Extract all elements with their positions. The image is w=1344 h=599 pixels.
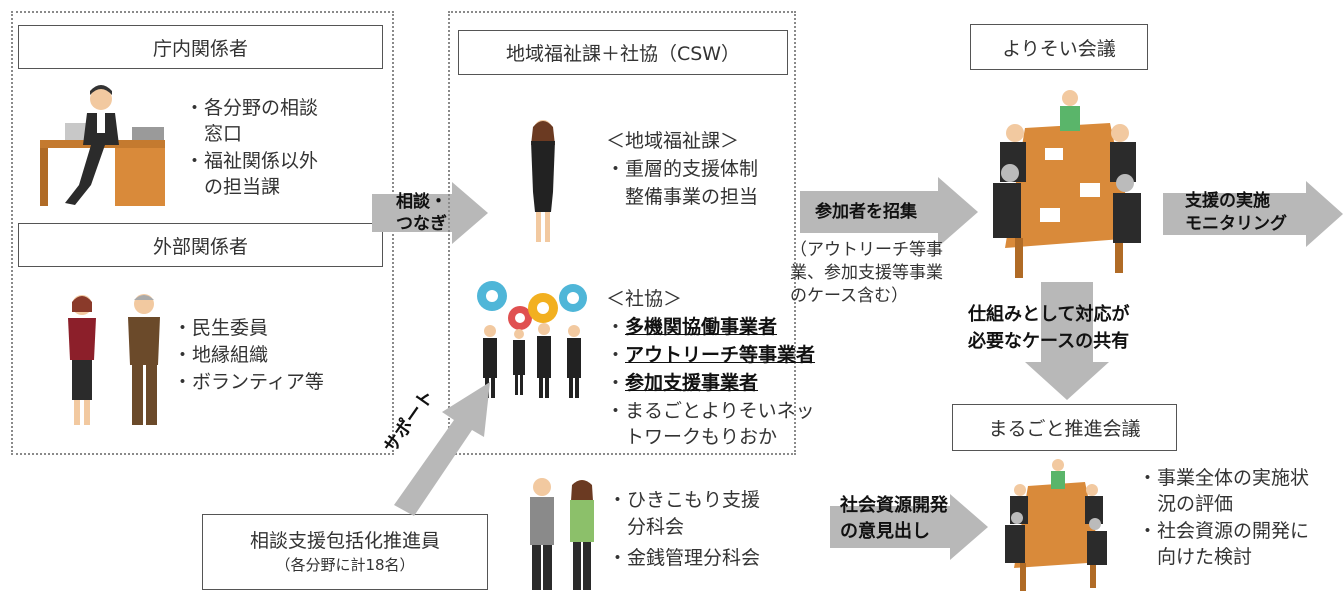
coordination-panel xyxy=(448,11,796,455)
promoter-note: （各分野に計18名） xyxy=(275,556,415,574)
csw-title: ＜社協＞ xyxy=(606,288,683,310)
marugoto-item-3: ・社会資源の開発に xyxy=(1138,520,1310,542)
share-cases-label-2: 必要なケースの共有 xyxy=(968,331,1130,352)
subcommittee-item-2: 分科会 xyxy=(608,516,685,538)
csw-item-dot-3: ・ xyxy=(606,372,626,394)
support-arrow-label-1: 支援の実施 xyxy=(1185,191,1270,211)
welfare-staff-illustration xyxy=(531,120,555,242)
csw-item-bold-2: アウトリーチ等事業者 xyxy=(625,344,816,366)
csw-item-dot-1: ・ xyxy=(606,316,626,338)
marugoto-item-4: 向けた検討 xyxy=(1138,546,1253,568)
welfare-title: ＜地域福祉課＞ xyxy=(606,130,740,152)
resource-arrow xyxy=(830,494,988,560)
external-item-2: ・地縁組織 xyxy=(173,344,269,366)
share-cases-arrow xyxy=(1025,282,1109,400)
support-arrow xyxy=(1163,181,1343,247)
csw-item-dot-2: ・ xyxy=(606,344,626,366)
resource-arrow-label-2: の意見出し xyxy=(840,521,930,542)
welfare-item-1: ・重層的支援体制 xyxy=(606,158,759,180)
csw-item-bold-3: 参加支援事業者 xyxy=(625,372,759,394)
marugoto-meeting-illustration xyxy=(1005,459,1107,591)
coordination-header: 地域福祉課＋社協（CSW） xyxy=(458,30,788,75)
internal-item-4: の担当課 xyxy=(185,176,281,198)
subcommittee-item-3: ・金銭管理分科会 xyxy=(608,547,761,569)
csw-item-4: ・まるごとよりそいネッ xyxy=(606,400,815,422)
welfare-item-2: 整備事業の担当 xyxy=(606,186,759,208)
promoter-support-arrow xyxy=(394,382,490,516)
recruit-arrow-label: 参加者を招集 xyxy=(815,202,917,222)
internal-item-2: 窓口 xyxy=(185,123,243,145)
recruit-note-2: 業、参加支援等事業 xyxy=(790,263,943,283)
yorisoi-meeting-illustration xyxy=(993,90,1141,278)
share-cases-label-1: 仕組みとして対応が xyxy=(968,304,1130,325)
marugoto-item-2: 況の評価 xyxy=(1138,493,1234,515)
csw-item-bold-1: 多機関協働事業者 xyxy=(625,316,778,338)
community-members-illustration xyxy=(68,294,160,425)
internal-item-3: ・福祉関係以外 xyxy=(185,150,319,172)
internal-item-1: ・各分野の相談 xyxy=(185,97,319,119)
resource-arrow-label-1: 社会資源開発 xyxy=(840,495,948,516)
recruit-note-1: （アウトリーチ等事 xyxy=(790,240,943,260)
office-worker-illustration xyxy=(40,85,165,206)
support-arrow-label-2: モニタリング xyxy=(1185,214,1287,234)
subcommittee-members-illustration xyxy=(530,478,594,590)
external-item-1: ・民生委員 xyxy=(173,317,269,339)
consult-arrow-label-2: つなぎ xyxy=(396,214,447,234)
consult-arrow-label-1: 相談・ xyxy=(396,192,447,212)
yorisoi-meeting-box: よりそい会議 xyxy=(970,24,1148,70)
teamwork-gears-illustration xyxy=(477,281,587,398)
promoter-box: 相談支援包括化推進員 （各分野に計18名） xyxy=(202,514,488,590)
csw-item-5: トワークもりおか xyxy=(606,426,778,448)
internal-parties-header: 庁内関係者 xyxy=(18,25,383,69)
related-parties-panel xyxy=(11,11,394,455)
recruit-arrow xyxy=(800,177,978,247)
subcommittee-item-1: ・ひきこもり支援 xyxy=(608,489,761,511)
promoter-title: 相談支援包括化推進員 xyxy=(249,530,440,552)
external-item-3: ・ボランティア等 xyxy=(173,371,324,393)
marugoto-meeting-box: まるごと推進会議 xyxy=(952,404,1177,451)
recruit-note-3: のケース含む） xyxy=(790,286,909,306)
external-parties-header: 外部関係者 xyxy=(18,223,383,267)
marugoto-item-1: ・事業全体の実施状 xyxy=(1138,467,1310,489)
consult-arrow xyxy=(372,182,488,244)
